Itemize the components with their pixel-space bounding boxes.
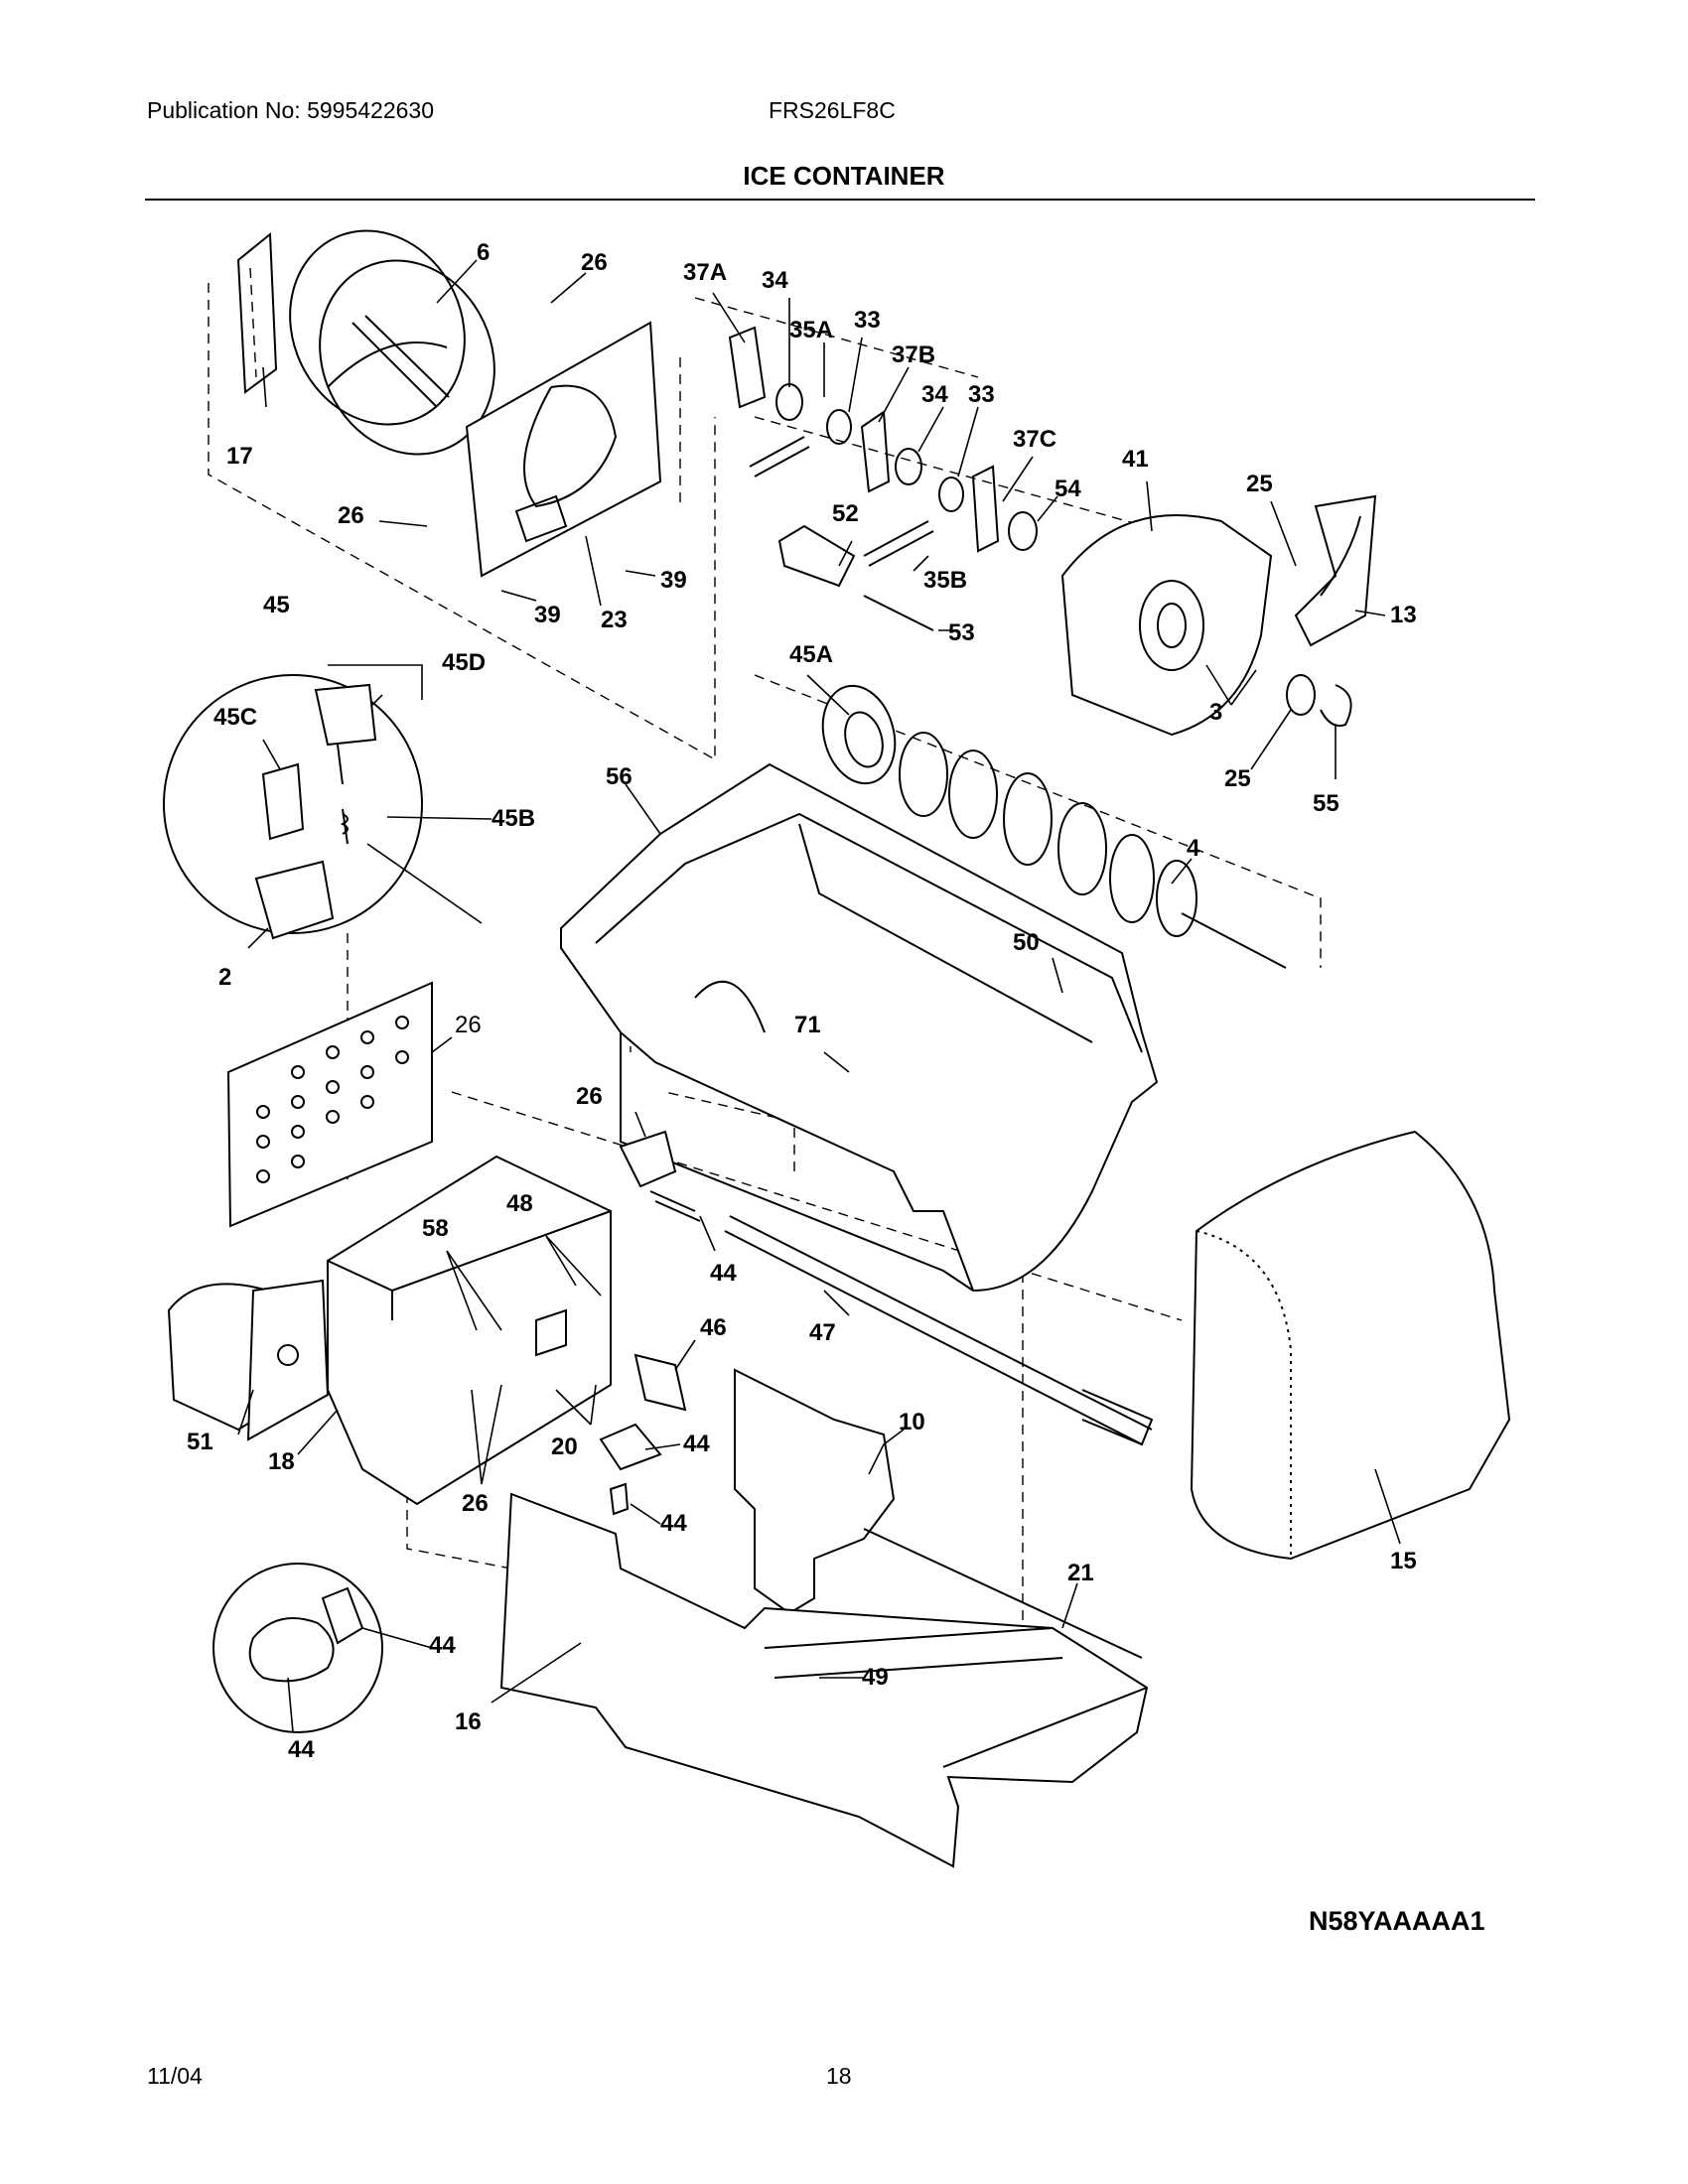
callout-52: 52	[832, 500, 859, 527]
callout-44c: 10	[899, 1409, 925, 1435]
callout-44: 58	[422, 1215, 449, 1242]
callout-2: 4	[1187, 835, 1200, 862]
callout-53: 53	[948, 619, 975, 646]
part-52-motor-block	[777, 524, 934, 631]
part-6-drum	[289, 229, 495, 456]
callout-34b: 34	[921, 381, 948, 408]
callout-37a: 37A	[683, 259, 727, 286]
part-41-housing	[1060, 514, 1273, 737]
part-15-16-lamp-circle	[212, 1563, 383, 1733]
callout-34: 34	[762, 267, 788, 294]
callout-18: 51	[187, 1429, 213, 1455]
linkage-parts	[728, 326, 1038, 567]
callout-56: 55	[1313, 790, 1339, 817]
part-20-motor-box	[327, 1155, 612, 1506]
callout-44b: 26	[462, 1490, 489, 1517]
part-46-arm	[724, 1215, 1154, 1446]
part-2-auger-spring	[899, 732, 1287, 969]
publication-date: 11/04	[147, 2063, 203, 2089]
callout-54: 54	[1055, 476, 1081, 502]
part-10-switch	[599, 1423, 662, 1471]
callout-26c: 50	[1013, 929, 1040, 956]
diagram-code: N58YAAAAA1	[1309, 1906, 1485, 1936]
callout-45d: 45D	[442, 649, 486, 676]
part-7-cover	[1190, 1130, 1511, 1561]
page-title: ICE CONTAINER	[743, 161, 945, 191]
callout-26: 26	[581, 249, 608, 276]
callout-21: 44	[660, 1510, 687, 1537]
callout-44d: 49	[862, 1664, 889, 1691]
callout-35a: 35A	[789, 317, 833, 343]
callout-26e: 20	[551, 1433, 578, 1460]
callout-10: 44	[683, 1431, 710, 1457]
callout-4: 56	[606, 763, 633, 790]
callout-55: 25	[1224, 765, 1251, 792]
callout-25b: 3	[1209, 699, 1222, 726]
callout-labels: 6 26 37A 34 35A 33 37B 34 33 37C 41 25 5…	[187, 239, 1417, 1763]
part-4-ice-bin	[560, 762, 1159, 1293]
callout-48: 26	[576, 1083, 603, 1110]
part-13-bracket	[1294, 494, 1377, 647]
callout-6: 6	[477, 239, 490, 266]
callout-37c: 37C	[1013, 426, 1056, 453]
part-3-coupling	[821, 684, 897, 785]
callout-45c: 45C	[213, 704, 257, 731]
callout-50: 2	[218, 964, 231, 991]
part-45-detail-circle	[163, 674, 423, 940]
part-49-frame	[499, 1368, 1149, 1868]
callout-20: 18	[268, 1448, 295, 1475]
callout-41: 41	[1122, 446, 1149, 473]
title-rule	[145, 199, 1535, 201]
callout-7: 15	[1390, 1548, 1417, 1574]
callout-33b: 33	[968, 381, 995, 408]
leader-lines	[237, 259, 1401, 1733]
callout-15: 44	[288, 1736, 315, 1763]
part-23-plate	[465, 321, 662, 578]
part-17-filter	[236, 231, 278, 394]
callout-26b: 26	[338, 502, 364, 529]
callout-17: 17	[226, 443, 253, 470]
part-48-bracket	[619, 1130, 701, 1222]
callout-39: 39	[534, 602, 561, 628]
part-51-connector	[633, 1353, 687, 1412]
callout-51: 46	[700, 1314, 727, 1341]
publication-number: Publication No: 5995422630	[147, 97, 435, 123]
part-18-motor	[167, 1279, 330, 1441]
part-21-clip	[609, 1482, 630, 1516]
callout-47: 44	[710, 1260, 737, 1287]
page-number: 18	[826, 2063, 852, 2089]
callout-35b: 35B	[923, 567, 967, 594]
plate-holes	[256, 1016, 409, 1183]
callout-13: 13	[1390, 602, 1417, 628]
callout-16: 44	[429, 1632, 456, 1659]
callout-46: 47	[809, 1319, 836, 1346]
callout-37b: 37B	[892, 341, 935, 368]
part-71-plate	[226, 981, 433, 1228]
callout-23: 23	[601, 607, 628, 633]
callout-33: 33	[854, 307, 881, 334]
callout-3: 45A	[789, 641, 833, 668]
part-55-56-rings	[1286, 674, 1352, 727]
callout-39b: 39	[660, 567, 687, 594]
callout-58: 48	[506, 1190, 533, 1217]
callout-44e: 16	[455, 1708, 482, 1735]
callout-26d: 71	[794, 1012, 821, 1038]
callout-45b: 45B	[492, 805, 535, 832]
model-number: FRS26LF8C	[769, 97, 896, 123]
callout-71: 26	[455, 1012, 482, 1038]
callout-49: 21	[1067, 1560, 1094, 1586]
callout-45: 45	[263, 592, 290, 618]
callout-25: 25	[1246, 471, 1273, 497]
